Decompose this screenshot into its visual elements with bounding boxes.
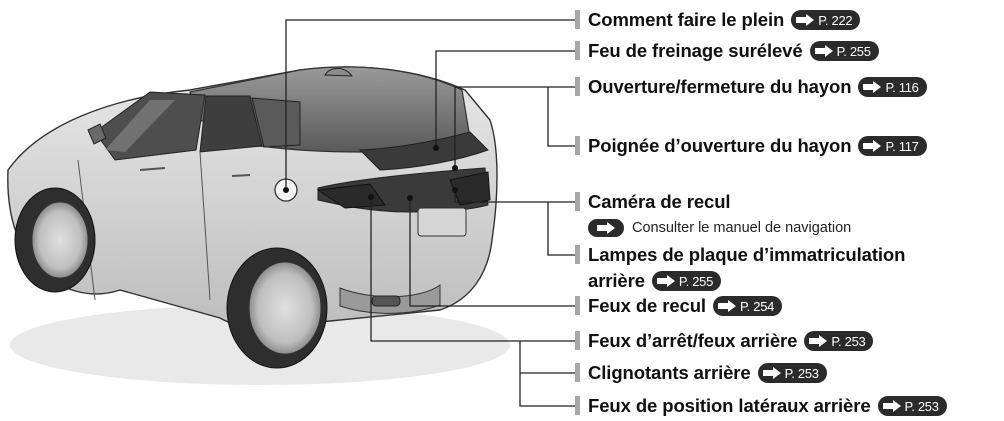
callout-refuel: Comment faire le plein P. 222 — [575, 8, 861, 32]
callout-bar — [575, 10, 580, 29]
page-ref-text: P. 253 — [831, 333, 866, 349]
right-arrow-icon — [597, 222, 615, 234]
callout-bar — [575, 296, 580, 315]
page-ref-badge[interactable]: P. 116 — [858, 77, 927, 97]
right-arrow-icon — [656, 275, 675, 287]
callout-tailgate-handle: Poignée d’ouverture du hayon P. 117 — [575, 134, 927, 158]
callout-label: Poignée d’ouverture du hayon — [588, 135, 852, 156]
callout-label: Feux d’arrêt/feux arrière — [588, 330, 798, 351]
callout-bar — [575, 245, 580, 264]
callout-label: Feu de freinage surélevé — [588, 40, 803, 61]
page-ref-text: P. 255 — [678, 273, 714, 289]
right-arrow-icon — [762, 367, 781, 379]
page-ref-text: P. 253 — [904, 398, 939, 414]
page-ref-text: P. 255 — [836, 43, 871, 59]
right-arrow-icon — [717, 300, 736, 312]
callout-bar — [575, 77, 580, 96]
callout-label: Feux de position latéraux arrière — [588, 395, 871, 416]
callout-bar — [575, 192, 580, 211]
callout-label-line2: arrière — [588, 270, 645, 291]
page-ref-text: P. 253 — [784, 365, 819, 381]
callout-bar — [575, 396, 580, 415]
note-arrow-badge[interactable] — [588, 219, 624, 237]
page-ref-text: P. 222 — [818, 12, 853, 28]
right-arrow-icon — [863, 140, 882, 152]
page-ref-text: P. 117 — [885, 138, 919, 154]
callout-label: Caméra de recul — [588, 191, 731, 212]
callout-rear-side-marker-lights: Feux de position latéraux arrière P. 253 — [575, 394, 947, 418]
note-text: Consulter le manuel de navigation — [632, 220, 852, 236]
right-arrow-icon — [863, 81, 882, 93]
right-arrow-icon — [882, 400, 901, 412]
right-arrow-icon — [809, 335, 828, 347]
page-ref-text: P. 116 — [885, 79, 919, 95]
page-ref-badge[interactable]: P. 253 — [757, 363, 827, 383]
callout-license-plate-lights-line2: arrière P. 255 — [588, 269, 722, 293]
callout-brake-tail-lights: Feux d’arrêt/feux arrière P. 253 — [575, 329, 874, 353]
page-ref-badge[interactable]: P. 255 — [809, 41, 879, 61]
navigation-manual-note: Consulter le manuel de navigation — [588, 218, 851, 238]
right-arrow-icon — [814, 45, 833, 57]
page-ref-badge[interactable]: P. 254 — [712, 296, 783, 316]
callout-bar — [575, 331, 580, 350]
callout-label: Feux de recul — [588, 295, 706, 316]
callout-rearview-camera: Caméra de recul — [575, 190, 731, 214]
page-ref-badge[interactable]: P. 117 — [858, 136, 927, 156]
callout-rear-turn-signals: Clignotants arrière P. 253 — [575, 361, 827, 385]
page-ref-badge[interactable]: P. 253 — [804, 331, 874, 351]
callout-license-plate-lights: Lampes de plaque d’immatriculation — [575, 243, 906, 267]
callout-tailgate-open-close: Ouverture/fermeture du hayon P. 116 — [575, 75, 927, 99]
callout-bar — [575, 136, 580, 155]
callout-bar — [575, 363, 580, 382]
callout-label: Comment faire le plein — [588, 9, 785, 30]
callout-label: Ouverture/fermeture du hayon — [588, 76, 852, 97]
callout-label-line1: Lampes de plaque d’immatriculation — [588, 244, 906, 265]
page-ref-text: P. 254 — [739, 298, 775, 314]
right-arrow-icon — [796, 14, 815, 26]
page-ref-badge[interactable]: P. 253 — [877, 396, 947, 416]
page-ref-badge[interactable]: P. 222 — [791, 10, 861, 30]
callout-high-mount-brake-light: Feu de freinage surélevé P. 255 — [575, 39, 879, 63]
callout-backup-lights: Feux de recul P. 254 — [575, 294, 783, 318]
callout-bar — [575, 41, 580, 60]
callout-label: Clignotants arrière — [588, 362, 751, 383]
page-ref-badge[interactable]: P. 255 — [651, 271, 722, 291]
